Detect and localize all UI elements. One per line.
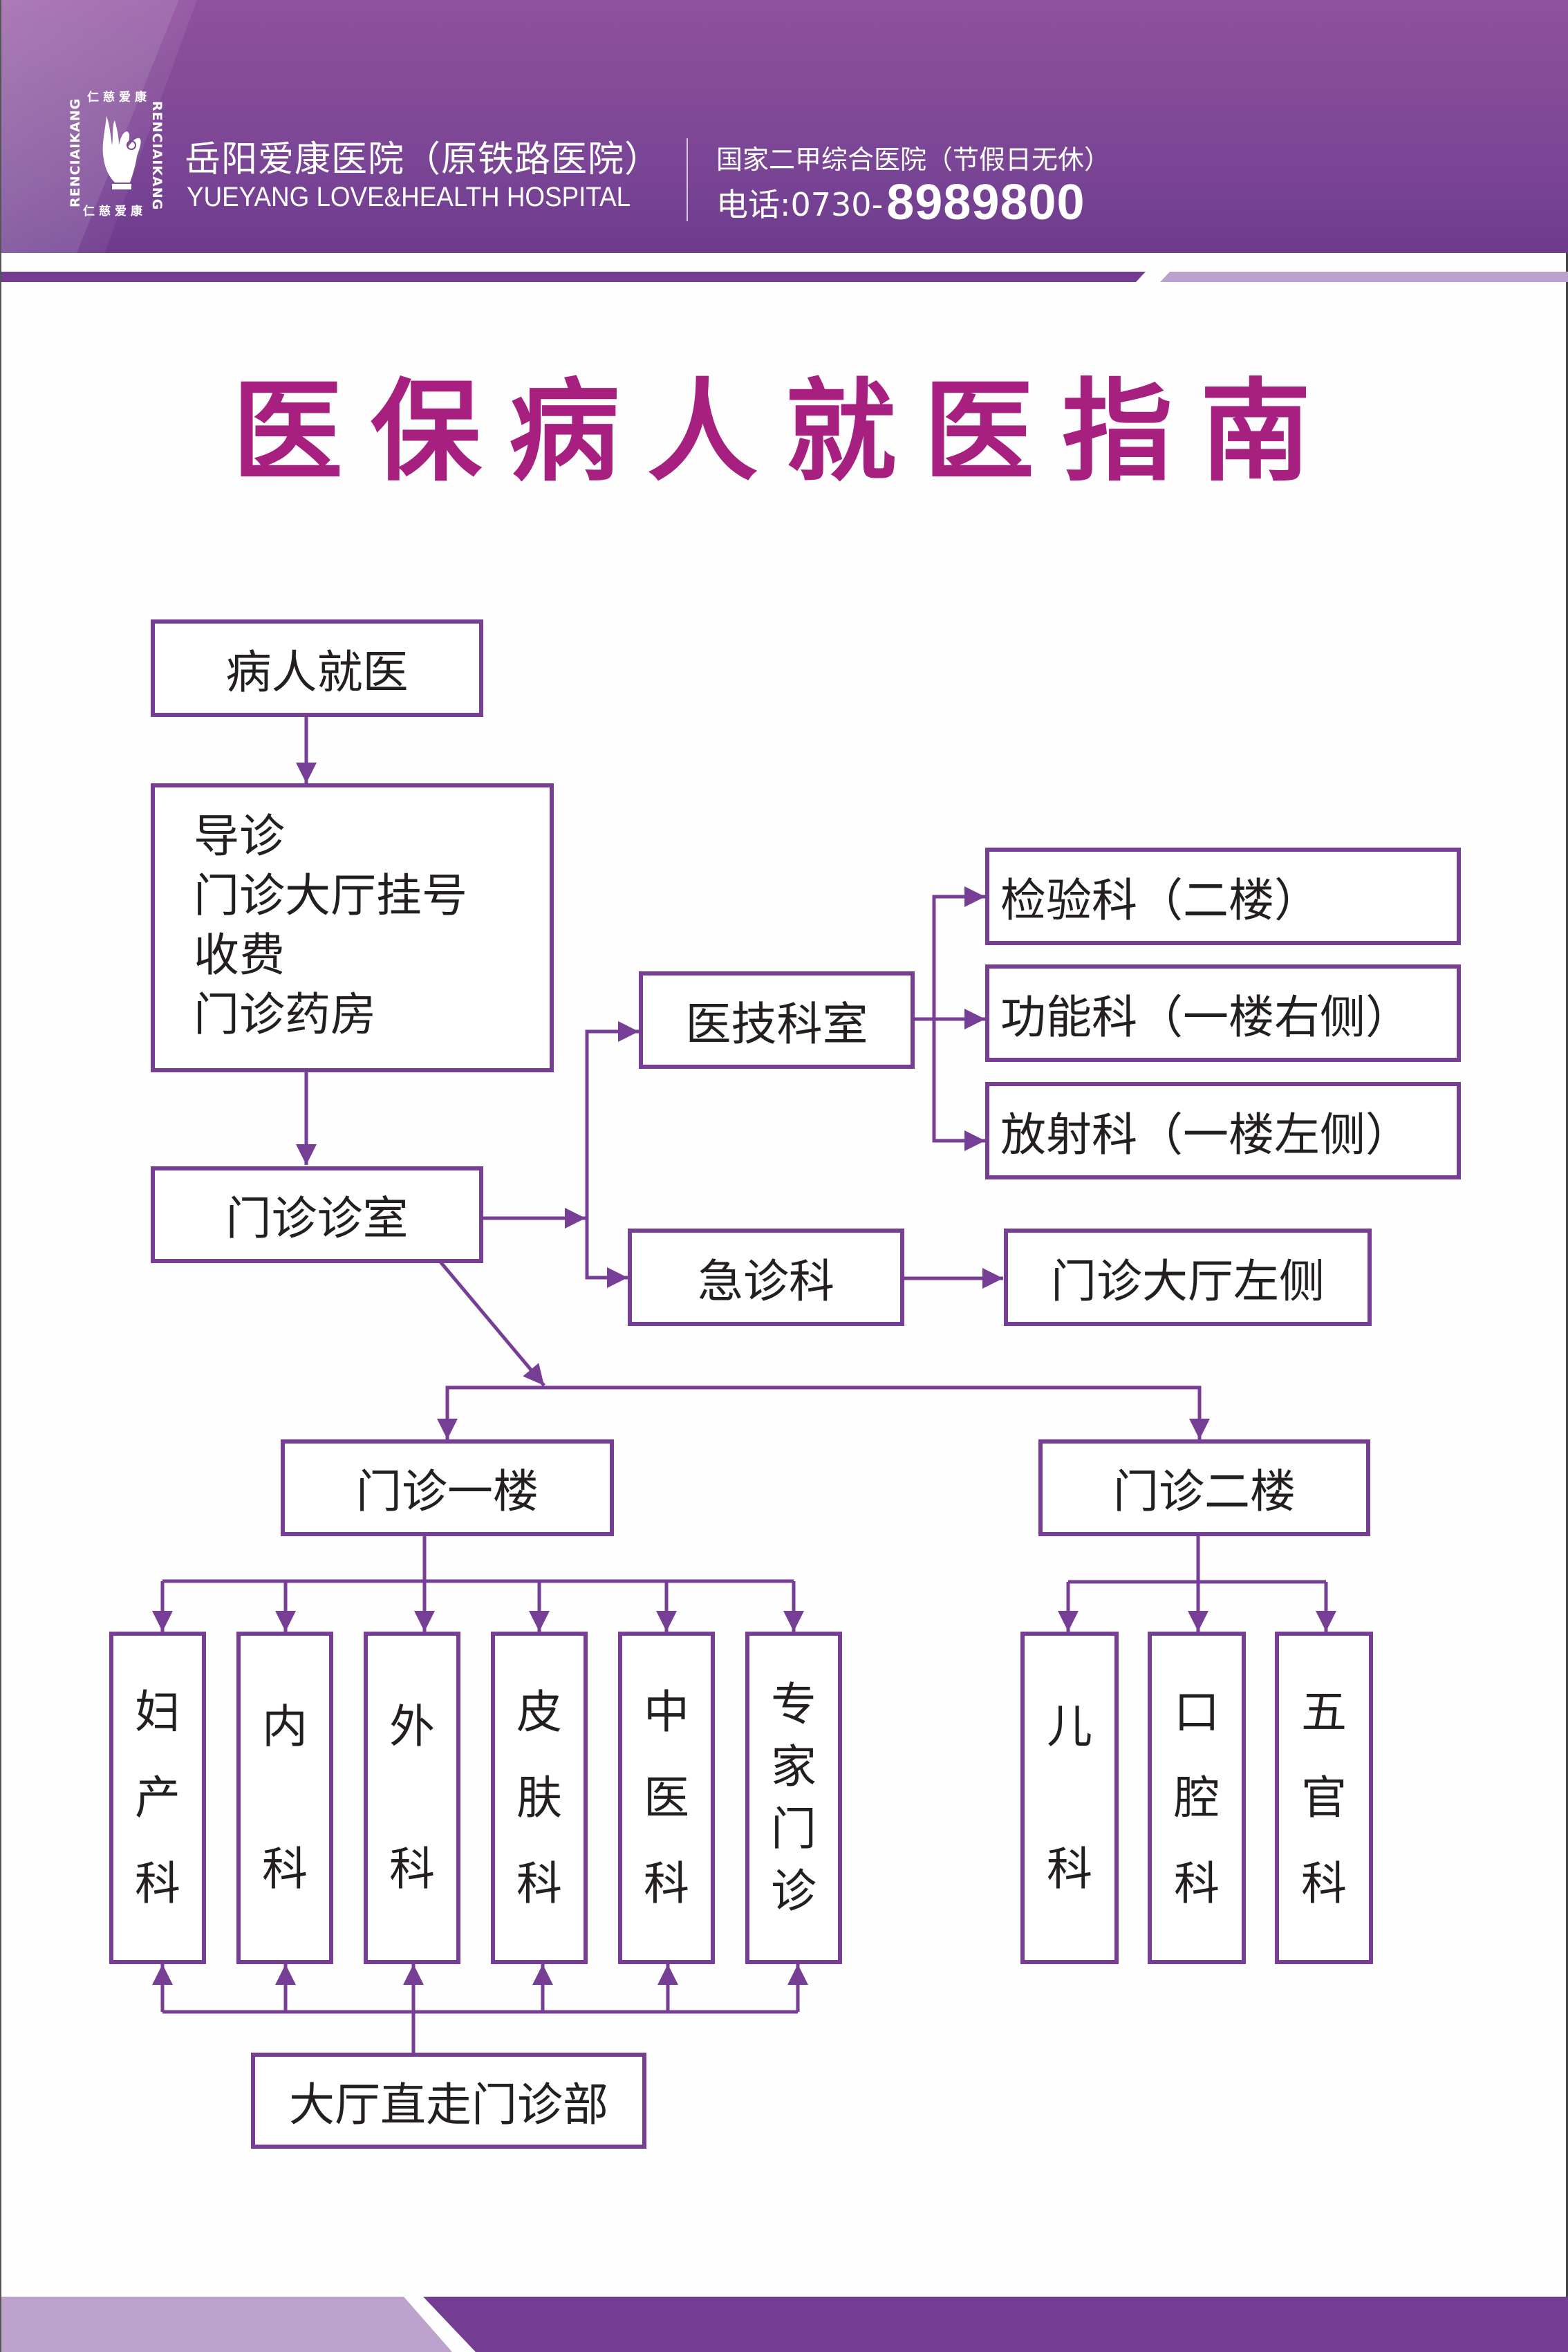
dept-char: 科: [389, 1842, 435, 1896]
step-medtech: 医技科室: [639, 971, 915, 1069]
dept-char: 内: [262, 1699, 308, 1753]
header-divider: [687, 138, 688, 221]
floor1-dept-label: 内科: [262, 1704, 308, 1892]
registration-item: 收费: [194, 928, 285, 982]
floor1-dept-box: 中医科: [618, 1632, 715, 1964]
hospital-level: 国家二甲综合医院（节假日无休）: [716, 144, 1111, 175]
dept-char: 门: [771, 1802, 816, 1856]
step-registration: 导诊 门诊大厅挂号 收费 门诊药房: [151, 783, 554, 1072]
dept-char: 医: [644, 1771, 689, 1824]
phone-row: 电话:0730- 8989800: [716, 174, 1085, 231]
direct-access: 大厅直走门诊部: [251, 2053, 646, 2149]
logo-text-cn-top: 仁慈爱康: [87, 91, 151, 104]
dept-function: 功能科（一楼右侧）: [985, 964, 1461, 1062]
header-stripe-dark: [1, 272, 1146, 282]
dept-char: 科: [1174, 1856, 1220, 1910]
clinic-room-label: 门诊诊室: [225, 1192, 409, 1245]
floor1-dept-box: 专家门诊: [745, 1632, 842, 1964]
floor2-dept-box: 口腔科: [1148, 1632, 1246, 1964]
step-emergency: 急诊科: [628, 1229, 904, 1326]
floor2-dept-label: 五官科: [1301, 1685, 1347, 1910]
dept-lab: 检验科（二楼）: [985, 848, 1461, 945]
dept-char: 外: [389, 1699, 435, 1753]
registration-item: 导诊: [194, 810, 285, 863]
dept-char: 产: [135, 1771, 180, 1824]
hospital-name-en: YUEYANG LOVE&HEALTH HOSPITAL: [187, 182, 631, 212]
floor1-dept-box: 妇产科: [109, 1632, 206, 1964]
hospital-logo: RENCIAIKANG RENCIAIKANG 仁慈爱康 仁慈爱康: [68, 87, 165, 218]
medtech-label: 医技科室: [685, 997, 868, 1051]
step-start-label: 病人就医: [225, 645, 409, 699]
dept-char: 科: [516, 1856, 562, 1910]
floor1-dept-label: 妇产科: [135, 1685, 180, 1910]
dept-char: 口: [1174, 1685, 1220, 1739]
dept-radiology-label: 放射科（一楼左侧）: [1000, 1108, 1411, 1161]
dept-char: 科: [262, 1842, 308, 1896]
floor2-dept-box: 五官科: [1275, 1632, 1373, 1964]
logo-text-en-right: RENCIAIKANG: [149, 101, 165, 211]
emergency-label: 急诊科: [698, 1254, 834, 1308]
floor1-dept-label: 中医科: [644, 1685, 689, 1910]
header-stripe-light: [1160, 272, 1568, 282]
dept-lab-label: 检验科（二楼）: [1000, 873, 1320, 927]
dept-char: 诊: [771, 1864, 816, 1918]
dept-char: 科: [1047, 1842, 1092, 1896]
floor2-dept-box: 儿科: [1020, 1632, 1119, 1964]
step-clinic-room: 门诊诊室: [151, 1166, 483, 1263]
floor2-label: 门诊二楼: [1113, 1465, 1296, 1518]
registration-item: 门诊大厅挂号: [194, 869, 467, 922]
direct-access-label: 大厅直走门诊部: [289, 2078, 608, 2131]
dept-char: 科: [644, 1856, 689, 1910]
hand-mudra-icon: [102, 116, 141, 189]
floor1-dept-box: 皮肤科: [491, 1632, 588, 1964]
dept-char: 科: [1301, 1856, 1347, 1910]
floor1: 门诊一楼: [281, 1439, 614, 1536]
floor1-label: 门诊一楼: [356, 1465, 539, 1518]
hospital-name: 岳阳爱康医院（原铁路医院）: [185, 139, 662, 180]
phone-label: 电话:0730-: [716, 186, 884, 223]
floor1-dept-label: 外科: [389, 1704, 435, 1892]
emergency-location: 门诊大厅左侧: [1004, 1229, 1372, 1326]
floor1-dept-label: 皮肤科: [516, 1685, 562, 1910]
logo-text-en-left: RENCIAIKANG: [68, 97, 83, 208]
dept-char: 家: [771, 1739, 816, 1793]
arrow-clinic-to-floors: [438, 1260, 545, 1387]
floor1-dept-label: 专家门诊: [771, 1677, 816, 1918]
phone-number[interactable]: 8989800: [886, 175, 1085, 230]
dept-char: 专: [771, 1677, 816, 1731]
connector-medtech-vertical: [932, 895, 984, 1143]
dept-char: 中: [644, 1685, 689, 1739]
footer-band-dark: [423, 2297, 1568, 2352]
connector-floors: [445, 1385, 1202, 1426]
dept-char: 皮: [516, 1685, 562, 1739]
floor2: 门诊二楼: [1038, 1439, 1370, 1536]
dept-char: 妇: [135, 1685, 180, 1739]
dept-char: 五: [1301, 1685, 1347, 1739]
step-start: 病人就医: [151, 619, 483, 717]
dept-function-label: 功能科（一楼右侧）: [1000, 990, 1411, 1044]
registration-item: 门诊药房: [194, 988, 376, 1041]
dept-char: 儿: [1047, 1699, 1092, 1753]
floor1-dept-box: 外科: [364, 1632, 460, 1964]
dept-char: 肤: [516, 1771, 562, 1824]
dept-char: 官: [1301, 1771, 1347, 1824]
dept-char: 腔: [1174, 1771, 1220, 1824]
floor1-dept-box: 内科: [236, 1632, 333, 1964]
emergency-location-label: 门诊大厅左侧: [1051, 1254, 1325, 1308]
dept-char: 科: [135, 1856, 180, 1910]
header-banner: RENCIAIKANG RENCIAIKANG 仁慈爱康 仁慈爱康 岳阳爱康医院…: [1, 0, 1568, 253]
dept-radiology: 放射科（一楼左侧）: [985, 1082, 1461, 1179]
floor2-dept-label: 儿科: [1047, 1704, 1092, 1892]
logo-text-cn-bottom: 仁慈爱康: [83, 205, 147, 218]
page-title: 医保病人就医指南: [232, 367, 1338, 496]
floor2-dept-label: 口腔科: [1174, 1685, 1220, 1910]
footer-band-light: [1, 2297, 452, 2352]
